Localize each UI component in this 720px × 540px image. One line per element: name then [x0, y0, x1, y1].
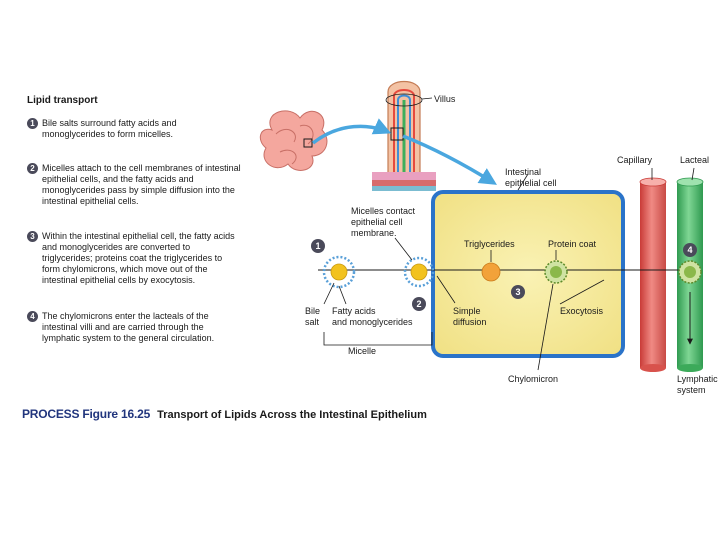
label-villus: Villus [434, 94, 456, 104]
label-bile-salt-1: Bile [305, 306, 320, 316]
label-fatty-acids-2: and monoglycerides [332, 317, 413, 327]
label-micelle: Micelle [348, 346, 376, 356]
lacteal-vessel [676, 177, 704, 372]
step-badge: 2 [27, 163, 38, 174]
svg-text:4: 4 [687, 245, 692, 255]
label-lymphatic-2: system [677, 385, 706, 395]
svg-text:1: 1 [315, 241, 320, 251]
diagram-badge-2: 2 [412, 297, 426, 311]
step-text: Bile salts surround fatty acids and mono… [42, 118, 177, 139]
label-protein-coat: Protein coat [548, 239, 597, 249]
diagram-badge-3: 3 [511, 285, 525, 299]
label-triglycerides: Triglycerides [464, 239, 515, 249]
caption-label: PROCESS Figure 16.25 [22, 407, 151, 421]
villus-illustration [372, 80, 436, 191]
label-exocytosis: Exocytosis [560, 306, 604, 316]
label-bile-salt-2: salt [305, 317, 320, 327]
step-2: 2 Micelles attach to the cell membranes … [27, 163, 242, 207]
step-text: The chylomicrons enter the lacteals of t… [42, 311, 215, 343]
step-3: 3 Within the intestinal epithelial cell,… [27, 231, 242, 286]
svg-text:3: 3 [515, 287, 520, 297]
label-intestinal-cell-1: Intestinal [505, 167, 541, 177]
step-1: 1 Bile salts surround fatty acids and mo… [27, 118, 242, 140]
micelle-2 [403, 256, 435, 288]
label-lacteal: Lacteal [680, 155, 709, 165]
leader-lines [323, 167, 695, 371]
chylomicron-in-cell [544, 260, 568, 284]
label-intestinal-cell-2: epithelial cell [505, 178, 557, 188]
svg-text:2: 2 [416, 299, 421, 309]
panel-title: Lipid transport [27, 95, 98, 106]
diagram-badge-1: 1 [311, 239, 325, 253]
label-chylomicron: Chylomicron [508, 374, 558, 384]
label-micelles-contact-2: epithelial cell [351, 217, 403, 227]
step-text: Within the intestinal epithelial cell, t… [42, 231, 235, 285]
step-text: Micelles attach to the cell membranes of… [42, 163, 241, 206]
zoom-arrow-cell [402, 134, 497, 185]
figure-caption: PROCESS Figure 16.25 Transport of Lipids… [22, 407, 427, 421]
triglyceride-droplet [481, 262, 501, 282]
zoom-arrow-villus [311, 118, 392, 145]
intestine-coil [259, 110, 328, 171]
label-micelles-contact-1: Micelles contact [351, 206, 416, 216]
step-badge: 3 [27, 231, 38, 242]
diagram-badge-4: 4 [683, 243, 697, 257]
capillary-vessel [639, 177, 667, 372]
step-4: 4 The chylomicrons enter the lacteals of… [27, 311, 242, 344]
label-fatty-acids-1: Fatty acids [332, 306, 376, 316]
label-lymphatic-1: Lymphatic [677, 374, 718, 384]
label-micelles-contact-3: membrane. [351, 228, 397, 238]
label-simple-diffusion-2: diffusion [453, 317, 486, 327]
step-badge: 4 [27, 311, 38, 322]
label-capillary: Capillary [617, 155, 653, 165]
chylomicron-in-lacteal [678, 260, 702, 284]
caption-text: Transport of Lipids Across the Intestina… [157, 409, 427, 421]
epithelial-cell [431, 190, 625, 358]
label-simple-diffusion-1: Simple [453, 306, 481, 316]
step-badge: 1 [27, 118, 38, 129]
micelle-1 [322, 255, 356, 289]
